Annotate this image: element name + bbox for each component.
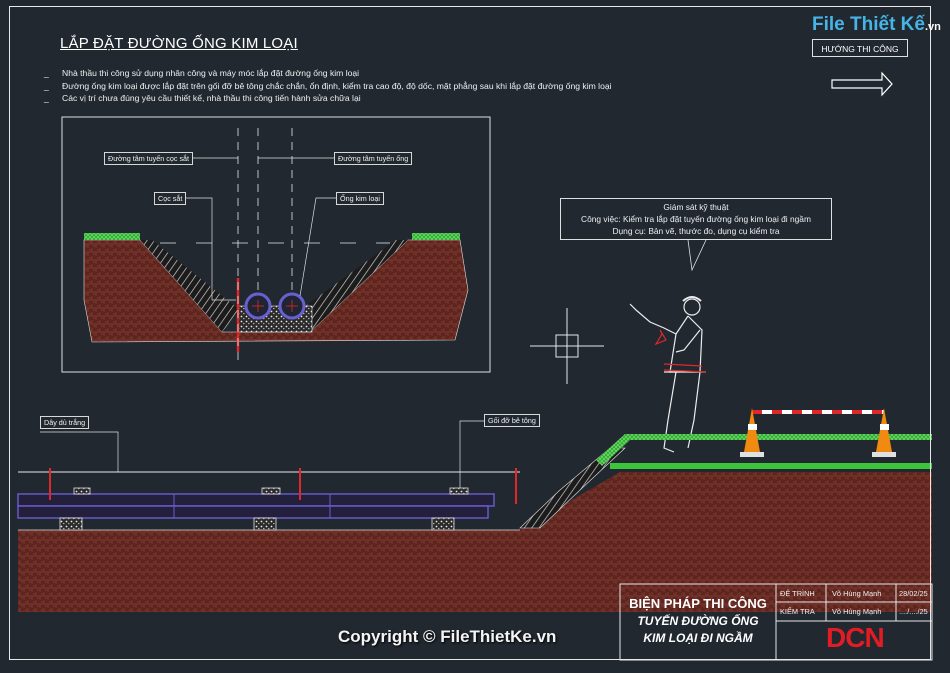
- crosshair-icon: [530, 308, 604, 384]
- title-block-title: BIỆN PHÁP THI CÔNG: [629, 596, 767, 611]
- direction-arrow-icon: [831, 71, 893, 97]
- rope-label: Dây dù trắng: [40, 416, 90, 429]
- cross-section-detail: [61, 116, 491, 373]
- copyright-watermark: Copyright © FileThietKe.vn: [338, 627, 557, 646]
- pile-label: Cọc sắt: [154, 192, 187, 205]
- note-item: _Các vị trí chưa đúng yêu cầu thiết kế, …: [44, 93, 361, 103]
- checked-role: KIỂM TRA: [780, 607, 815, 616]
- title-block-subtitle-2: KIM LOẠI ĐI NGẦM: [643, 631, 753, 645]
- submitted-date: 28/02/25: [899, 589, 928, 598]
- sheet-border: [9, 6, 931, 660]
- submitted-name: Võ Hùng Mạnh: [832, 589, 882, 598]
- elevation-pipes: [17, 493, 495, 519]
- elevation-ground: [18, 434, 932, 612]
- concrete-supports: [59, 487, 469, 531]
- support-label: Gối đỡ bê tông: [484, 414, 540, 427]
- pipe-axis-label: Đường tâm tuyến ống: [334, 152, 413, 165]
- white-rope: [18, 420, 520, 494]
- note-item: _Đường ống kim loại được lắp đặt trên gố…: [44, 80, 612, 91]
- traffic-cone-icon: [740, 408, 896, 457]
- site-logo: File Thiết Kế.vn: [812, 14, 941, 35]
- pile-axis-label: Đường tâm tuyến cọc sắt: [104, 152, 194, 165]
- construction-notes: _Nhà thầu thi công sử dụng nhân công và …: [44, 67, 612, 105]
- elevation-piles: [49, 468, 517, 504]
- submitted-role: ĐỆ TRÌNH: [780, 589, 815, 598]
- title-block: [619, 583, 933, 661]
- supervisor-note: Giám sát kỹ thuật Công việc: Kiểm tra lắ…: [560, 198, 832, 240]
- dcn-logo: DCN: [826, 622, 885, 653]
- checked-name: Võ Hùng Mạnh: [832, 607, 882, 616]
- pipe-label: Ống kim loại: [336, 192, 384, 205]
- title-block-subtitle-1: TUYẾN ĐƯỜNG ỐNG: [637, 614, 759, 628]
- page-title: LẮP ĐẶT ĐƯỜNG ỐNG KIM LOẠI: [60, 35, 298, 52]
- direction-label: HƯỚNG THI CÔNG: [812, 39, 908, 57]
- note-item: _Nhà thầu thi công sử dụng nhân công và …: [44, 68, 360, 78]
- checked-date: ..../..../25: [899, 607, 928, 616]
- speech-pointer: [687, 239, 707, 272]
